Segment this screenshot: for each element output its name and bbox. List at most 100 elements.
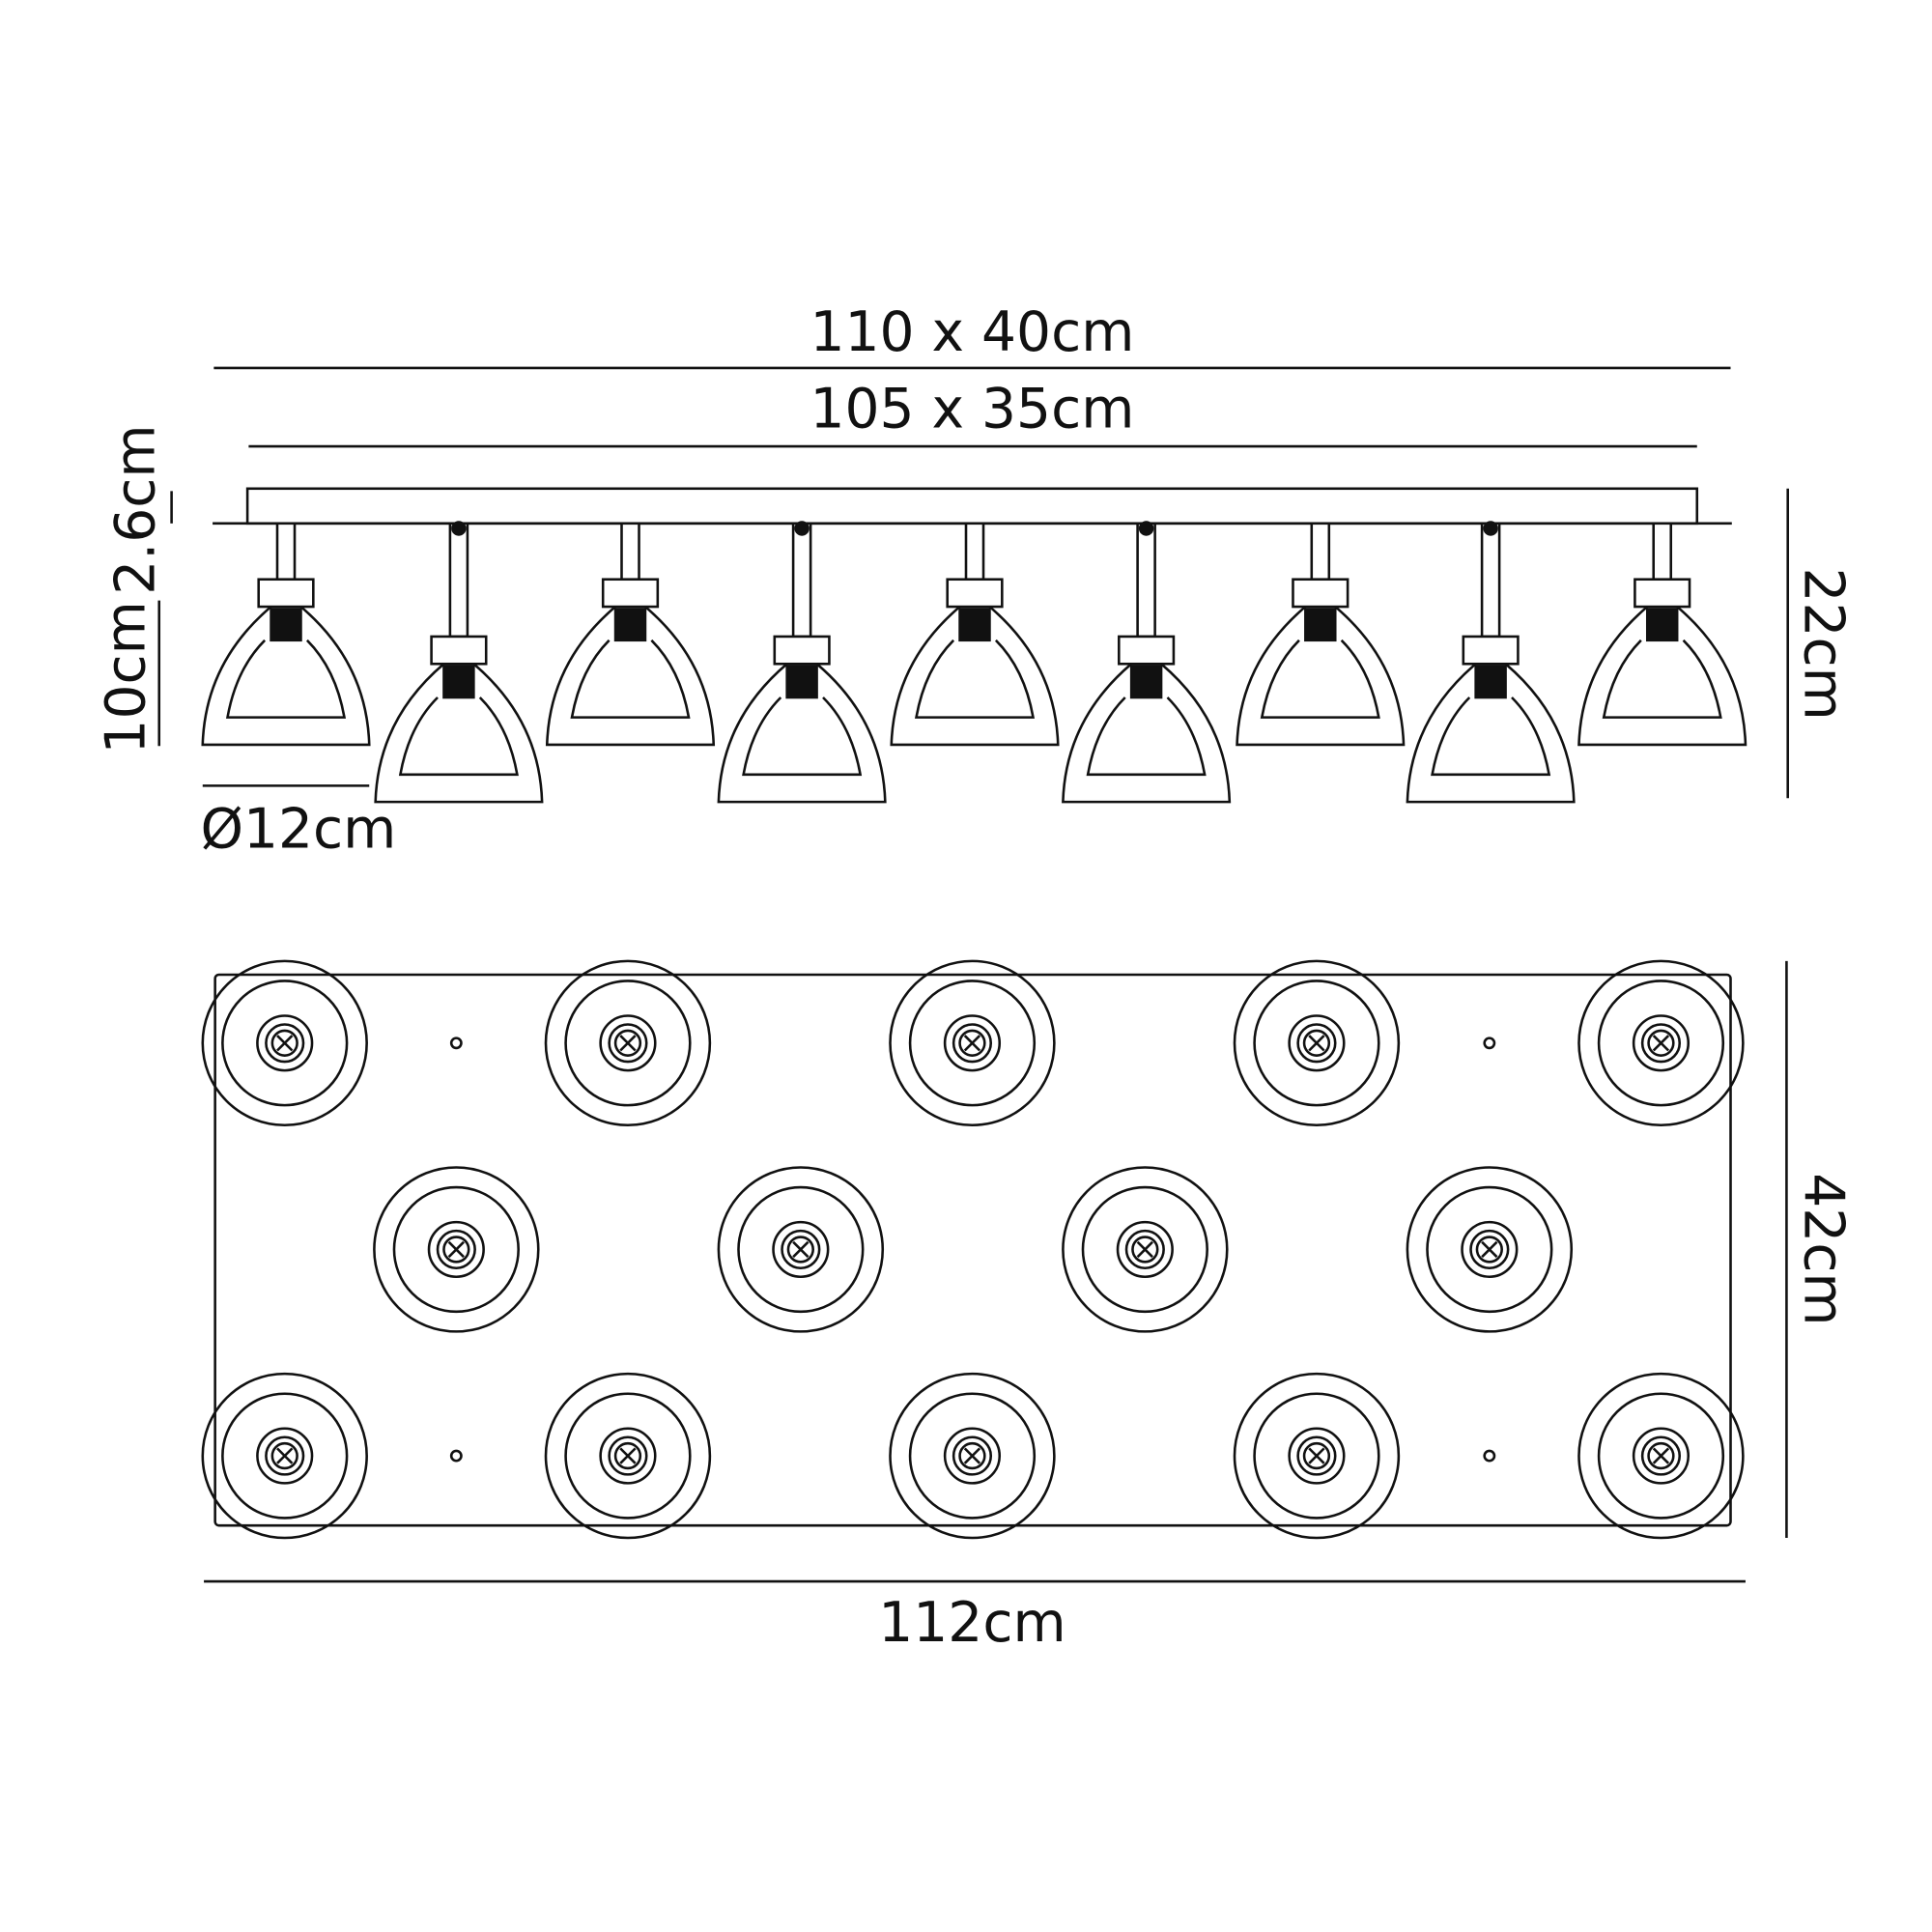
lamp-shade-outer [545,606,716,747]
shade-inner-ring [1597,1392,1725,1520]
plan-lamp [1062,1166,1229,1333]
plan-lamp [1233,1372,1401,1540]
lamp-shade-inner [742,696,863,777]
lamp-collar [430,635,488,666]
bulb-pin [792,1240,810,1259]
bulb-pin-ring [1475,1236,1503,1264]
socket-ring [599,1427,657,1485]
bulb-pin-ring [1302,1029,1331,1057]
lamp-stem [1480,522,1501,639]
socket-ring [256,1427,314,1485]
shade-outer-ring [1233,959,1401,1127]
lamp-socket [958,608,991,642]
lamp-shade-outer [1236,606,1406,747]
lamp-collar [257,578,315,609]
socket-icon [1296,1435,1337,1476]
plan-lamp [544,1372,712,1540]
bulb-pin-ring [786,1236,814,1264]
side-view: 110 x 40cm 105 x 35cm 2.6cm 10cm Ø12cm 2… [94,300,1855,862]
canopy [245,487,1699,526]
plan-lamp [1577,1372,1745,1540]
socket-icon [1640,1023,1682,1064]
lamp-socket [1645,608,1679,642]
lamp-shade-outer [890,606,1060,747]
canopy-height-label: 2.6cm [104,425,168,595]
plan-lamp [889,1372,1056,1540]
lamp-stem [791,522,812,639]
shade-outer-ring [1577,1372,1745,1540]
mounting-hole [1483,1449,1496,1463]
pendant-lamp [374,521,544,804]
socket-ring [1632,1427,1690,1485]
socket-ring [427,1220,485,1279]
shade-diameter-label: Ø12cm [200,798,396,862]
socket-ring [1288,1014,1346,1072]
bulb-pin [619,1035,637,1052]
bulb-pin [963,1447,981,1464]
plan-view: 42cm 112cm [201,959,1856,1655]
lamp-shade-inner [914,639,1036,719]
bulb-pin-ring [1131,1236,1159,1264]
shade-outer-ring [1233,1372,1401,1540]
bulb-pin [276,1447,294,1464]
shade-outer-ring [201,959,368,1127]
lamp-shade-inner [1086,696,1207,777]
plan-lamp [373,1166,540,1333]
pendant-lamp [717,521,887,804]
socket-icon [608,1435,648,1476]
shade-outer-ring [1577,959,1745,1127]
lamp-shade-inner [225,639,347,719]
lamp-shade-outer [717,663,887,804]
bulb-pin [1481,1240,1498,1259]
socket-icon [436,1229,476,1270]
shade-inner-ring [221,980,349,1107]
socket-ring [943,1014,1002,1072]
lamp-shade-inner [398,696,519,777]
lamp-collar [946,578,1004,609]
shade-inner-ring [1081,1185,1208,1314]
socket-icon [608,1023,648,1064]
bulb-pin-ring [270,1029,298,1057]
shade-outer-ring [889,1372,1056,1540]
lamp-shade-inner [1431,696,1551,777]
bulb-pin [276,1035,294,1052]
shade-outer-ring [889,959,1056,1127]
bulb-pin-ring [1302,1441,1331,1470]
lamp-shade-outer [1062,663,1232,804]
shade-inner-ring [1253,980,1380,1107]
bulb-pin-ring [958,1441,986,1470]
socket-ring [772,1220,830,1279]
bulb-pin [1136,1240,1153,1259]
shade-outer-ring [544,1372,712,1540]
bulb-pin [1652,1447,1670,1464]
shade-inner-ring [737,1185,865,1314]
lamp-collar [1462,635,1520,666]
shade-outer-ring [1062,1166,1229,1333]
shade-inner-ring [908,1392,1037,1520]
shade-inner-ring [1597,980,1725,1107]
lamp-stem [620,522,640,582]
shade-height-label: 10cm [94,601,157,753]
stem-joint [451,521,467,536]
bulb-pin [1652,1035,1670,1052]
pendant-lamp [1577,522,1747,747]
overall-size-label: 110 x 40cm [810,300,1135,364]
pendant-lamp [1062,521,1232,804]
lamp-socket [613,608,647,642]
lamp-socket [1129,665,1163,699]
bulb-pin-ring [613,1441,642,1470]
shade-outer-ring [1406,1166,1574,1333]
lamp-collar [1634,578,1691,609]
pendant-lamp [201,522,371,747]
lamp-collar [1118,635,1176,666]
plan-lamp [1233,959,1401,1127]
canopy-size-label: 105 x 35cm [810,378,1135,441]
bulb-pin-ring [442,1236,470,1264]
shade-inner-ring [221,1392,349,1520]
shade-inner-ring [564,980,692,1107]
shade-inner-ring [392,1185,520,1314]
plan-lamp [544,959,712,1127]
depth-label: 42cm [1792,1173,1856,1325]
pendant-lamp [545,522,716,747]
